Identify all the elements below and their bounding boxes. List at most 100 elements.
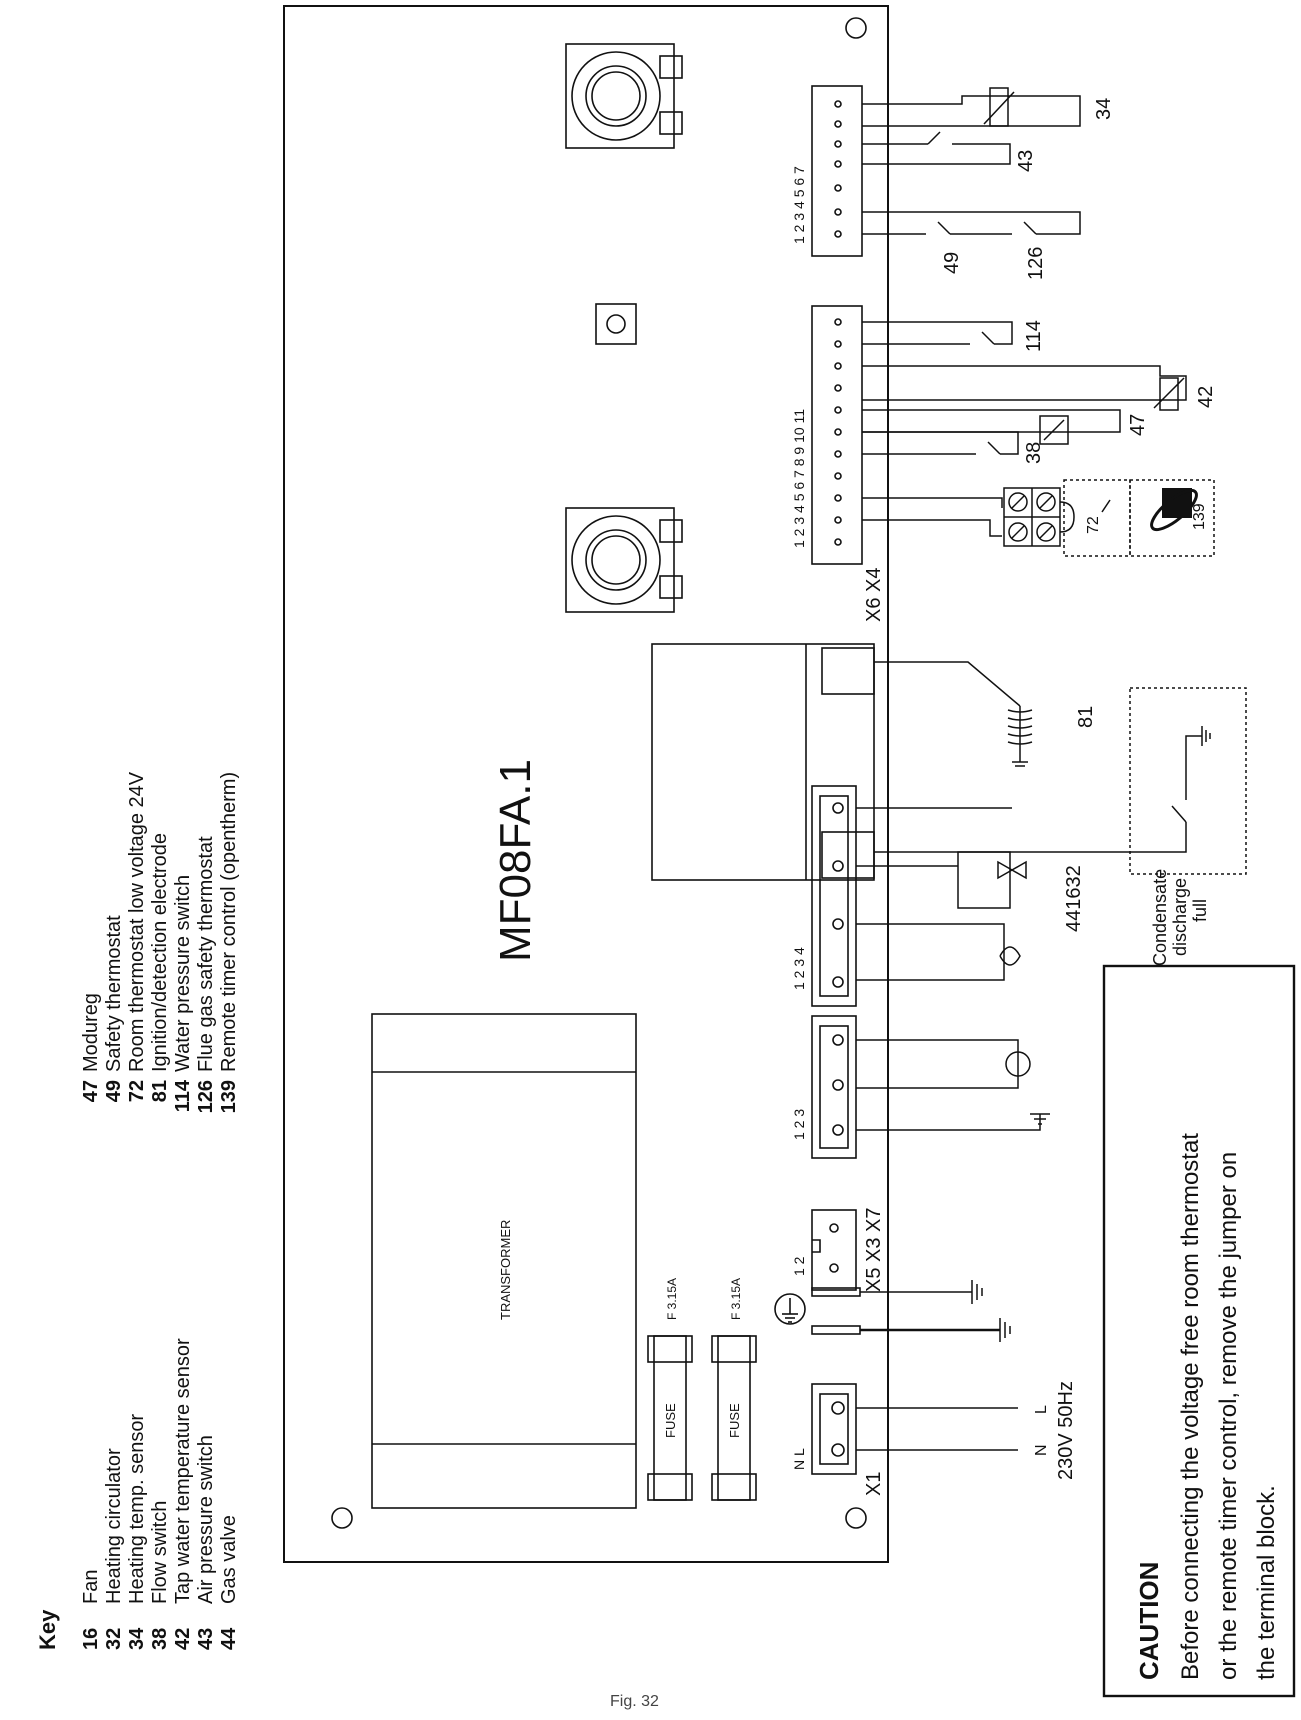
key-text: Flue gas safety thermostat — [195, 836, 217, 1072]
key-number: 43 — [195, 1628, 217, 1650]
caution-line: Before connecting the voltage free room … — [1177, 1133, 1204, 1680]
key-item: 43 Air pressure switch — [195, 1435, 217, 1650]
label-n: N — [1033, 1444, 1050, 1456]
label-126: 126 — [1025, 247, 1047, 280]
connector-x6-x4-label: X6 X4 — [863, 568, 885, 622]
key-item: 114 Water pressure switch — [172, 875, 194, 1112]
key-number: 16 — [80, 1628, 102, 1650]
label-34: 34 — [1093, 98, 1115, 120]
label-condensate: full — [1190, 899, 1210, 922]
key-text: Tap water temperature sensor — [172, 1338, 194, 1604]
connector-x1 — [811, 1383, 857, 1475]
fuse-1 — [647, 1335, 693, 1501]
key-title: Key — [35, 1609, 60, 1650]
board-model: MF08FA.1 — [491, 759, 540, 962]
reset-button — [595, 303, 637, 345]
caution-box: CAUTION Before connecting the voltage fr… — [1102, 964, 1296, 1698]
condensate-box — [1129, 687, 1247, 875]
key-number: 81 — [149, 1080, 171, 1102]
key-text: Room thermostat low voltage 24V — [126, 771, 148, 1072]
key-number: 139 — [218, 1080, 240, 1113]
connector-x7-pins: 1 2 3 4 — [791, 947, 807, 990]
key-number: 114 — [172, 1079, 194, 1112]
key-text: Remote timer control (opentherm) — [218, 772, 240, 1072]
key-item: 139 Remote timer control (opentherm) — [218, 772, 240, 1113]
connector-x3 — [811, 1015, 857, 1159]
transformer-label: TRANSFORMER — [498, 1220, 513, 1320]
figure-label: Fig. 32 — [610, 1693, 659, 1710]
key-number: 47 — [80, 1080, 102, 1102]
caution-title: CAUTION — [1134, 1562, 1164, 1680]
key-text: Safety thermostat — [103, 915, 125, 1072]
label-49: 49 — [941, 252, 963, 274]
supply-label: 230V 50Hz — [1055, 1381, 1077, 1480]
key-item: 81 Ignition/detection electrode — [149, 833, 171, 1102]
caution-line: or the remote timer control, remove the … — [1215, 1152, 1242, 1680]
key-number: 72 — [126, 1080, 148, 1102]
label-43: 43 — [1015, 150, 1037, 172]
label-72: 72 — [1085, 516, 1102, 534]
component-labels: 34 43 49 126 114 42 47 38 72 139 81 4416… — [941, 98, 1217, 1480]
potentiometer-bottom — [565, 507, 683, 613]
key-number: 34 — [126, 1627, 148, 1650]
connector-x7 — [811, 785, 857, 1007]
label-l: L — [1033, 1405, 1050, 1414]
connector-x1-pins: N L — [791, 1448, 807, 1470]
potentiometer-top — [565, 43, 683, 149]
connector-x5-x3-x7-label: X5 X3 X7 — [863, 1207, 885, 1292]
key-text: Gas valve — [218, 1515, 240, 1604]
label-38: 38 — [1023, 442, 1045, 464]
fuse-rating: F 3.15A — [729, 1278, 743, 1320]
fuse-label: FUSE — [727, 1403, 742, 1438]
key-text: Water pressure switch — [172, 875, 194, 1072]
earth-symbol — [774, 1293, 806, 1325]
fuse-2 — [711, 1335, 757, 1501]
label-42: 42 — [1195, 386, 1217, 408]
key-number: 38 — [149, 1628, 171, 1650]
relay-block — [651, 643, 875, 881]
connector-x6 — [811, 305, 863, 565]
board-outline — [283, 5, 889, 1563]
key-item: 42 Tap water temperature sensor — [172, 1338, 194, 1650]
connector-x5 — [811, 1209, 857, 1291]
connector-x5-pins: 1 2 — [791, 1256, 807, 1276]
mounting-hole — [845, 1507, 867, 1529]
label-441632: 441632 — [1063, 865, 1085, 932]
transformer — [371, 1013, 637, 1509]
control-board — [283, 5, 889, 1563]
key-text: Air pressure switch — [195, 1435, 217, 1604]
key-number: 44 — [218, 1627, 240, 1650]
fuse-label: FUSE — [663, 1403, 678, 1438]
key-number: 32 — [103, 1628, 125, 1650]
fuse-rating: F 3.15A — [665, 1278, 679, 1320]
key-number: 126 — [195, 1080, 217, 1113]
label-139: 139 — [1191, 503, 1208, 530]
key-text: Heating temp. sensor — [126, 1414, 148, 1604]
circulator-pump — [1005, 1051, 1031, 1077]
remote-control-139-icon — [1150, 488, 1198, 532]
key-number: 42 — [172, 1628, 194, 1650]
label-114: 114 — [1023, 320, 1045, 352]
label-81: 81 — [1075, 706, 1097, 728]
sensor-42-resistor — [1159, 377, 1179, 411]
key-item: 44 Gas valve — [218, 1515, 240, 1650]
connector-x3-pins: 1 2 3 — [791, 1109, 807, 1140]
connector-x6-pins: 1 2 3 4 5 6 7 8 9 10 11 — [791, 409, 807, 548]
connector-x4-pins: 1 2 3 4 5 6 7 — [791, 166, 807, 244]
mounting-hole — [331, 1507, 353, 1529]
label-47: 47 — [1127, 414, 1149, 436]
board-labels: MF08FA.1 TRANSFORMER FUSE FUSE F 3.15A F… — [491, 166, 885, 1496]
label-condensate: Condensate — [1150, 869, 1170, 966]
remote-control-139-box — [1129, 479, 1215, 557]
modureg-47 — [1039, 415, 1069, 445]
key-text: Ignition/detection electrode — [149, 833, 171, 1072]
